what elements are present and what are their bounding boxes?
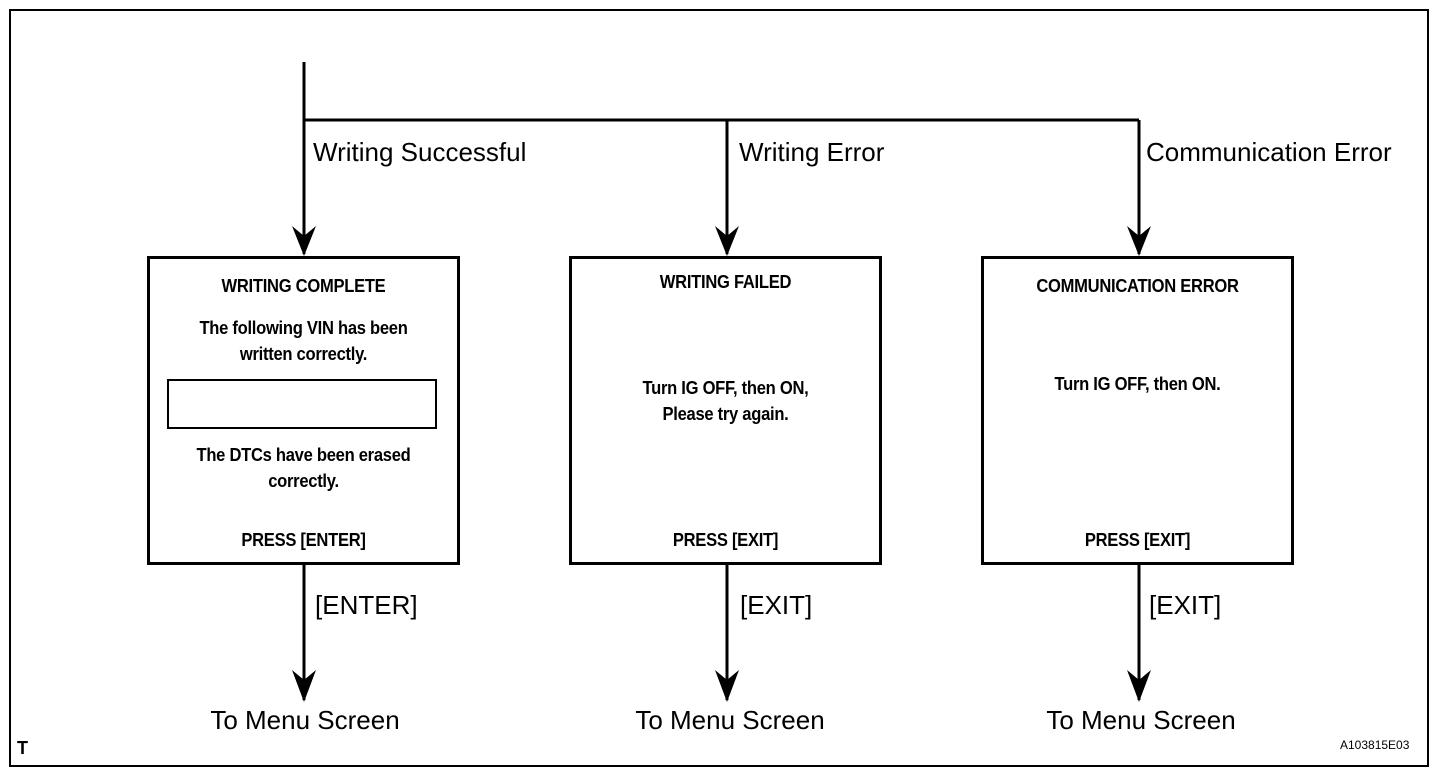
exit-arrowhead-success <box>292 670 316 702</box>
arrowhead-writing-error <box>715 226 739 256</box>
screen-message-line: The following VIN has been <box>199 318 408 338</box>
condition-label-writing-error: Writing Error <box>739 137 885 167</box>
screen-communication-error: COMMUNICATION ERROR Turn IG OFF, then ON… <box>981 256 1294 565</box>
destination-menu-screen: To Menu Screen <box>635 705 825 735</box>
key-label-exit: [EXIT] <box>740 590 813 620</box>
condition-label-communication-error: Communication Error <box>1146 137 1392 167</box>
screen-title: WRITING FAILED <box>659 272 792 292</box>
figure-frame <box>9 9 1429 767</box>
screen-prompt: PRESS [ENTER] <box>241 530 366 550</box>
vin-display-field <box>167 379 437 429</box>
arrowhead-success <box>292 226 316 256</box>
screen-message-line: correctly. <box>268 471 339 491</box>
screen-prompt: PRESS [EXIT] <box>1084 530 1191 550</box>
exit-arrowhead-communication-error <box>1127 670 1151 702</box>
key-label-exit: [EXIT] <box>1149 590 1222 620</box>
screen-writing-complete: WRITING COMPLETE The following VIN has b… <box>147 256 460 565</box>
screen-message-line: written correctly. <box>239 344 368 364</box>
figure-id: A103815E03 <box>1340 738 1410 752</box>
destination-menu-screen: To Menu Screen <box>1046 705 1236 735</box>
exit-arrowhead-writing-error <box>715 670 739 702</box>
screen-title: WRITING COMPLETE <box>221 276 386 296</box>
screen-message-line: Please try again. <box>662 404 789 424</box>
arrowhead-communication-error <box>1127 226 1151 256</box>
screen-title: COMMUNICATION ERROR <box>1036 276 1239 296</box>
condition-label-success: Writing Successful <box>313 137 527 167</box>
screen-writing-failed: WRITING FAILED Turn IG OFF, then ON, Ple… <box>569 256 882 565</box>
screen-message-line: Turn IG OFF, then ON, <box>642 378 809 398</box>
corner-tag: T <box>17 738 28 758</box>
key-label-enter: [ENTER] <box>315 590 418 620</box>
screen-message-line: Turn IG OFF, then ON. <box>1054 374 1221 394</box>
screen-prompt: PRESS [EXIT] <box>672 530 779 550</box>
screen-message-line: The DTCs have been erased <box>196 445 411 465</box>
destination-menu-screen: To Menu Screen <box>210 705 400 735</box>
